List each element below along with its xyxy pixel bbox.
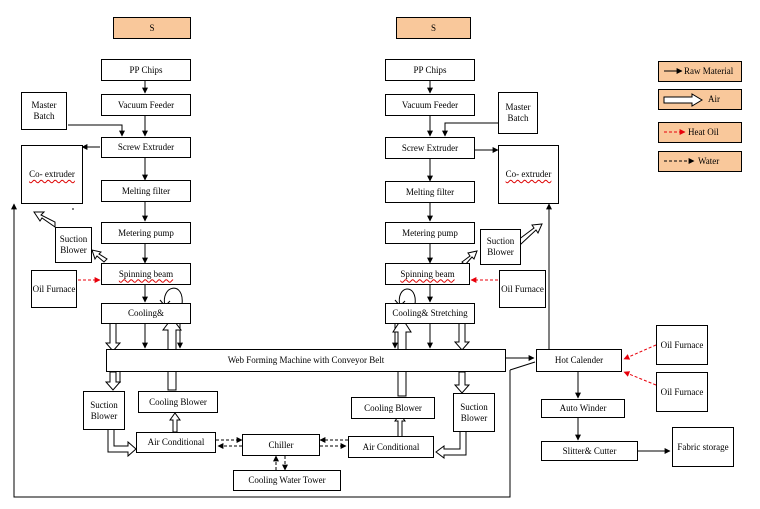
legend-heat-oil bbox=[658, 122, 742, 143]
oil-furnace-bottom-text: Oil Furnace bbox=[660, 386, 704, 397]
left-suction-blower-bottom-text: Suction Blower bbox=[90, 399, 118, 421]
left-co-extruder: Co- extruder bbox=[21, 145, 83, 204]
left-co-extruder-text: Co- extruder bbox=[29, 169, 75, 179]
hot-calender: Hot Calender bbox=[536, 349, 622, 372]
legend-water bbox=[658, 151, 742, 172]
right-co-extruder: Co- extruder bbox=[498, 145, 559, 204]
left-spinning-beam-text: Spinning beam bbox=[118, 268, 174, 279]
left-metering-pump: Metering pump bbox=[101, 222, 191, 244]
source-label-right-text: S bbox=[430, 22, 436, 33]
source-label-left-text: S bbox=[149, 22, 155, 33]
left-spinning-beam: Spinning beam bbox=[101, 263, 191, 285]
right-spinning-beam-text: Spinning beam bbox=[400, 268, 455, 279]
fabric-storage: Fabric storage bbox=[672, 427, 734, 467]
left-metering-pump-text: Metering pump bbox=[118, 227, 174, 238]
left-air-conditional-text: Air Conditional bbox=[147, 437, 205, 447]
left-oil-furnace-text: Oil Furnace bbox=[32, 283, 76, 294]
right-co-extruder-text: Co- extruder bbox=[505, 169, 552, 179]
right-cooling-stretching: Cooling& Stretching bbox=[385, 303, 475, 324]
slitter-cutter-text: Slitter& Cutter bbox=[562, 445, 617, 456]
right-master-batch: Master Batch bbox=[498, 92, 538, 134]
legend-heat-oil-text: Heat Oil bbox=[688, 127, 719, 137]
left-screw-extruder: Screw Extruder bbox=[101, 137, 191, 158]
right-vacuum-feeder-text: Vacuum Feeder bbox=[401, 99, 459, 110]
slitter-cutter: Slitter& Cutter bbox=[541, 441, 638, 461]
right-suction-blower-bottom-text: Suction Blower bbox=[460, 401, 488, 423]
right-melting-filter-text: Melting filter bbox=[405, 186, 455, 197]
fabric-storage-text: Fabric storage bbox=[677, 441, 729, 452]
right-master-batch-text: Master Batch bbox=[505, 102, 531, 123]
right-melting-filter: Melting filter bbox=[385, 181, 475, 203]
right-suction-blower-top-text: Suction Blower bbox=[486, 236, 515, 257]
cooling-water-tower: Cooling Water Tower bbox=[233, 470, 341, 491]
left-cooling-text: Cooling& bbox=[127, 308, 164, 318]
cooling-water-tower-text: Cooling Water Tower bbox=[248, 475, 326, 485]
source-label-right: S bbox=[396, 17, 471, 39]
right-screw-extruder-text: Screw Extruder bbox=[401, 142, 459, 153]
right-cooling-stretching-text: Cooling& Stretching bbox=[392, 308, 468, 318]
legend-raw-material-text: Raw Material bbox=[684, 66, 734, 76]
hot-calender-text: Hot Calender bbox=[554, 355, 604, 365]
right-cooling-blower-text: Cooling Blower bbox=[364, 402, 422, 413]
legend-water-text: Water bbox=[698, 156, 720, 166]
left-vacuum-feeder-text: Vacuum Feeder bbox=[117, 99, 175, 110]
left-cooling: Cooling& bbox=[101, 303, 191, 324]
left-master-batch-text: Master Batch bbox=[31, 100, 57, 121]
right-spinning-beam: Spinning beam bbox=[385, 263, 470, 285]
legend-raw-material bbox=[658, 61, 742, 82]
left-suction-blower-bottom: Suction Blower bbox=[83, 391, 125, 430]
auto-winder-text: Auto Winder bbox=[559, 403, 607, 413]
left-pp-chips: PP Chips bbox=[101, 59, 191, 81]
left-melting-filter-text: Melting filter bbox=[121, 185, 171, 196]
left-suction-blower-top: Suction Blower bbox=[55, 227, 92, 263]
right-air-conditional-text: Air Conditional bbox=[362, 441, 420, 452]
left-cooling-blower: Cooling Blower bbox=[138, 391, 218, 413]
chiller-text: Chiller bbox=[268, 439, 294, 450]
chiller: Chiller bbox=[242, 434, 320, 456]
left-screw-extruder-text: Screw Extruder bbox=[117, 142, 175, 152]
left-vacuum-feeder: Vacuum Feeder bbox=[101, 94, 191, 116]
left-melting-filter: Melting filter bbox=[101, 180, 191, 202]
oil-furnace-bottom: Oil Furnace bbox=[656, 372, 708, 412]
left-cooling-blower-text: Cooling Blower bbox=[149, 396, 207, 407]
right-pp-chips-text: PP Chips bbox=[413, 64, 447, 75]
left-oil-furnace: Oil Furnace bbox=[31, 270, 77, 308]
right-screw-extruder: Screw Extruder bbox=[385, 137, 475, 159]
left-master-batch: Master Batch bbox=[21, 92, 67, 130]
right-oil-furnace: Oil Furnace bbox=[499, 270, 546, 308]
left-air-conditional: Air Conditional bbox=[136, 432, 216, 453]
left-suction-blower-top-text: Suction Blower bbox=[59, 234, 88, 255]
web-forming-machine: Web Forming Machine with Conveyor Belt bbox=[106, 349, 506, 372]
left-pp-chips-text: PP Chips bbox=[129, 64, 163, 75]
right-cooling-blower: Cooling Blower bbox=[351, 397, 435, 419]
right-suction-blower-top: Suction Blower bbox=[480, 229, 521, 265]
legend-air-text: Air bbox=[708, 94, 720, 104]
oil-furnace-top: Oil Furnace bbox=[656, 325, 708, 365]
right-metering-pump-text: Metering pump bbox=[402, 227, 458, 238]
right-vacuum-feeder: Vacuum Feeder bbox=[385, 94, 475, 116]
right-metering-pump: Metering pump bbox=[385, 222, 475, 244]
right-oil-furnace-text: Oil Furnace bbox=[501, 283, 544, 294]
right-pp-chips: PP Chips bbox=[385, 59, 475, 81]
legend-air bbox=[658, 89, 742, 110]
oil-furnace-top-text: Oil Furnace bbox=[660, 339, 704, 350]
source-label-left: S bbox=[113, 17, 191, 39]
web-forming-machine-text: Web Forming Machine with Conveyor Belt bbox=[227, 355, 385, 365]
auto-winder: Auto Winder bbox=[541, 399, 625, 418]
right-air-conditional: Air Conditional bbox=[348, 436, 434, 458]
right-suction-blower-bottom: Suction Blower bbox=[453, 393, 495, 432]
